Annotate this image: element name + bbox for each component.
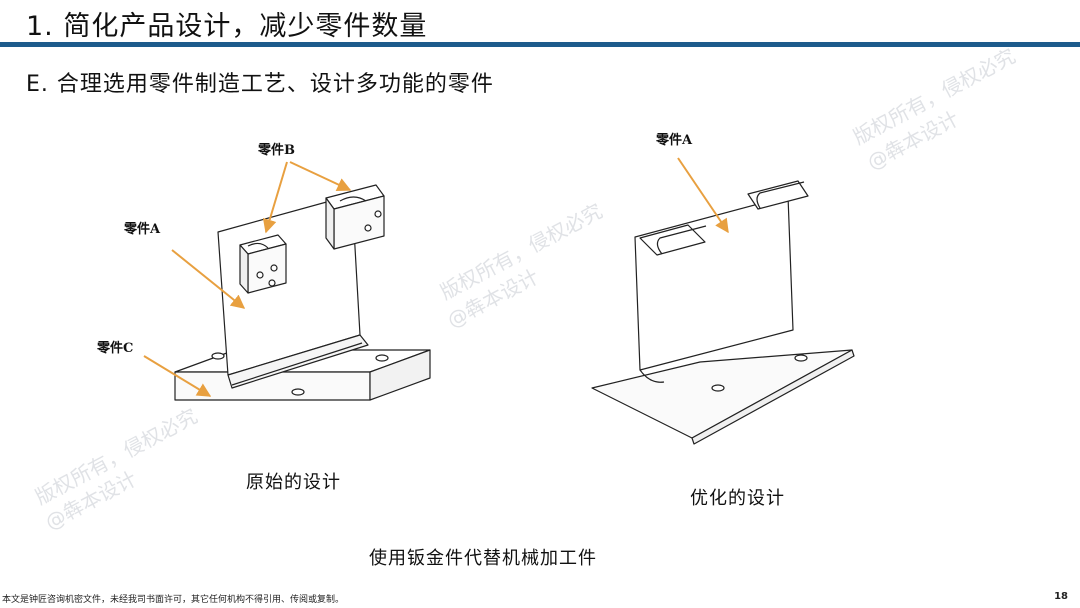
watermark: 版权所有，侵权必究 @犇本设计 版权所有，侵权必究 @犇本设计 版权所有，侵权必… [31, 44, 1019, 535]
base-plate-side [369, 349, 431, 401]
label-part-a-optimized: 零件A [655, 132, 693, 148]
section-subtitle: E. 合理选用零件制造工艺、设计多功能的零件 [26, 72, 494, 97]
header-rule [0, 42, 1080, 47]
page-title: 1. 简化产品设计，减少零件数量 [26, 11, 428, 42]
label-part-b: 零件B [257, 142, 295, 158]
callout-arrows-original [143, 161, 352, 397]
callout-arrow-optimized [677, 157, 729, 234]
original-design-drawing [174, 184, 431, 401]
optimized-design-drawing [591, 180, 855, 445]
base-plate-front [174, 371, 371, 401]
caption-original: 原始的设计 [246, 472, 341, 493]
label-part-c: 零件C [96, 340, 133, 356]
sheet-metal-vertical-plate [634, 195, 794, 371]
page-number: 18 [1054, 591, 1068, 602]
caption-bottom: 使用钣金件代替机械加工件 [369, 548, 597, 569]
footer-note: 本文是钟匠咨询机密文件，未经我司书面许可，其它任何机构不得引用、传阅或复制。 [2, 595, 345, 605]
caption-optimized: 优化的设计 [690, 488, 785, 509]
label-part-a-original: 零件A [123, 221, 161, 237]
